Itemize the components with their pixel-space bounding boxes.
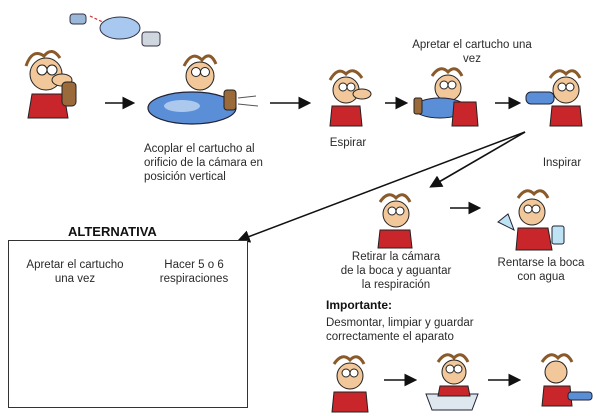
character-storing (522, 350, 596, 412)
alternative-caption-right: Hacer 5 o 6 respiraciones (148, 258, 240, 286)
caption-attach-line-1: Acoplar el cartucho al (144, 142, 294, 156)
caption-remove-chamber: Retirar la cámara de la boca y aguantar … (326, 250, 466, 292)
character-holding-cartridge (14, 46, 94, 126)
alt-right-line-1: Hacer 5 o 6 (148, 258, 240, 272)
caption-attach-line-3: posición vertical (144, 170, 294, 184)
caption-inhale: Inspirar (534, 156, 590, 170)
alternative-caption-left: Apretar el cartucho una vez (20, 258, 130, 286)
alt-left-line-1: Apretar el cartucho (20, 258, 130, 272)
caption-press-cartridge: Apretar el cartucho una vez (402, 38, 542, 66)
important-text: Desmontar, limpiar y guardar correctamen… (326, 316, 526, 344)
caption-attach-cartridge: Acoplar el cartucho al orificio de la cá… (144, 142, 294, 184)
character-attaching-chamber (142, 50, 264, 135)
caption-rinse-line-1: Rentarse la boca (486, 256, 596, 270)
caption-rinse-mouth: Rentarse la boca con agua (486, 256, 596, 284)
caption-remove-line-2: de la boca y aguantar (326, 264, 466, 278)
arrow-to-retirar (432, 132, 525, 186)
caption-attach-line-2: orificio de la cámara en (144, 156, 294, 170)
caption-remove-line-1: Retirar la cámara (326, 250, 466, 264)
caption-rinse-line-2: con agua (486, 270, 596, 284)
cartridge-parts-illustration (68, 6, 168, 51)
important-line-1: Desmontar, limpiar y guardar (326, 316, 526, 330)
character-rinsing-mouth (488, 186, 576, 252)
character-exhaling (316, 66, 382, 128)
alt-left-line-2: una vez (20, 272, 130, 286)
caption-remove-line-3: la respiración (326, 278, 466, 292)
caption-press-line-2: vez (402, 52, 542, 66)
alternative-title: ALTERNATIVA (68, 224, 157, 239)
character-disassembling (320, 352, 380, 412)
character-inhaling (520, 66, 594, 128)
caption-press-line-1: Apretar el cartucho una (402, 38, 542, 52)
character-pressing-cartridge (410, 64, 494, 130)
important-title: Importante: (326, 298, 392, 312)
caption-exhale: Espirar (318, 136, 378, 150)
character-holding-breath (368, 190, 424, 250)
alt-right-line-2: respiraciones (148, 272, 240, 286)
character-washing (418, 350, 486, 412)
important-line-2: correctamente el aparato (326, 330, 526, 344)
